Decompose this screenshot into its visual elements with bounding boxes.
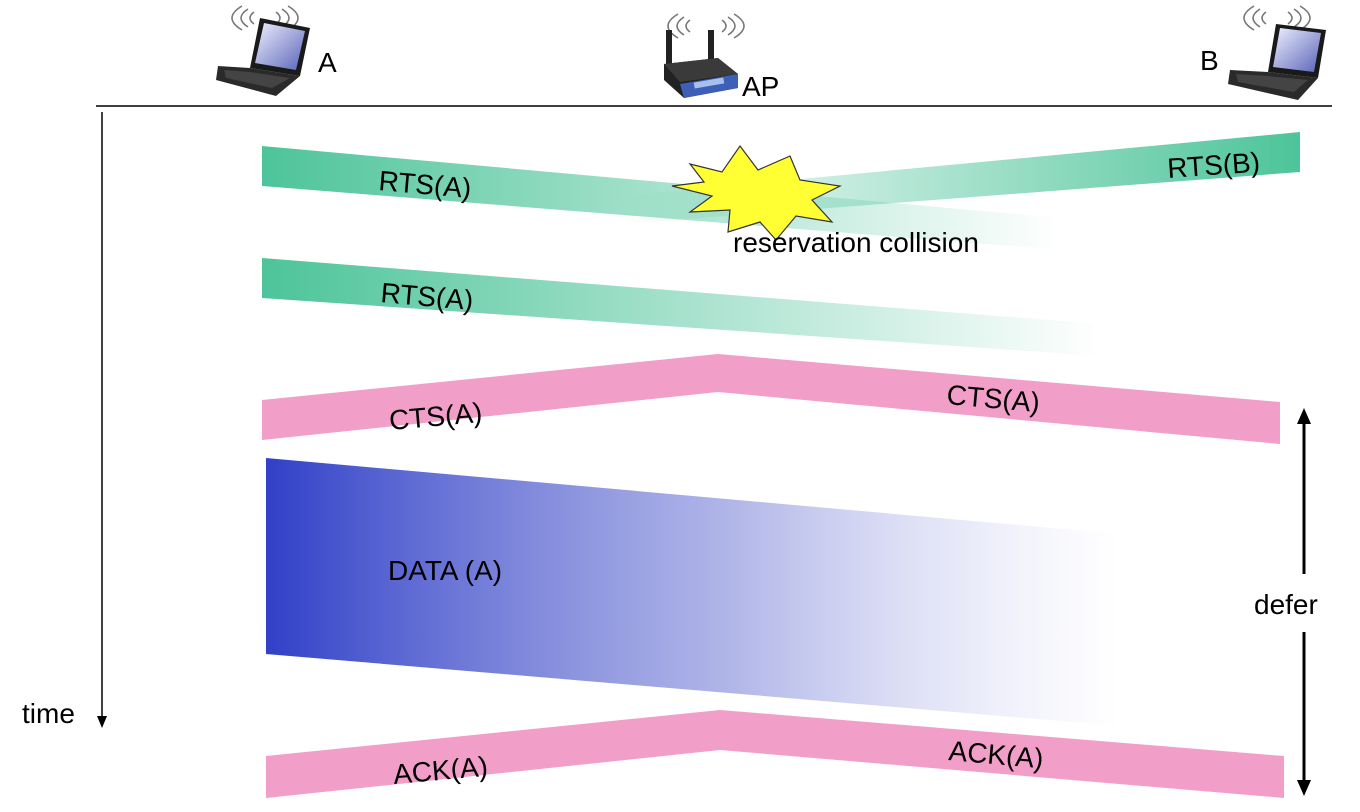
defer-arrowhead-down [1297, 780, 1311, 796]
defer-label: defer [1254, 589, 1318, 620]
ack-a-frame [266, 710, 1284, 798]
wireless-router-icon [664, 13, 745, 98]
cts-a-frame [262, 354, 1280, 444]
collision-label: reservation collision [733, 227, 979, 258]
node-b-label: B [1200, 45, 1219, 76]
defer-arrowhead-up [1297, 408, 1311, 424]
time-axis-arrowhead [97, 716, 107, 728]
rts-a-frame-2 [262, 258, 1100, 356]
rts-b-label: RTS(B) [1166, 147, 1261, 184]
time-axis-label: time [22, 698, 75, 729]
laptop-icon [1228, 5, 1326, 100]
node-ap-label: AP [742, 71, 779, 102]
laptop-icon [216, 5, 310, 96]
node-a-label: A [318, 47, 337, 78]
data-a-label: DATA (A) [388, 555, 502, 586]
explosion-icon [671, 144, 842, 241]
data-a-frame [266, 458, 1120, 726]
